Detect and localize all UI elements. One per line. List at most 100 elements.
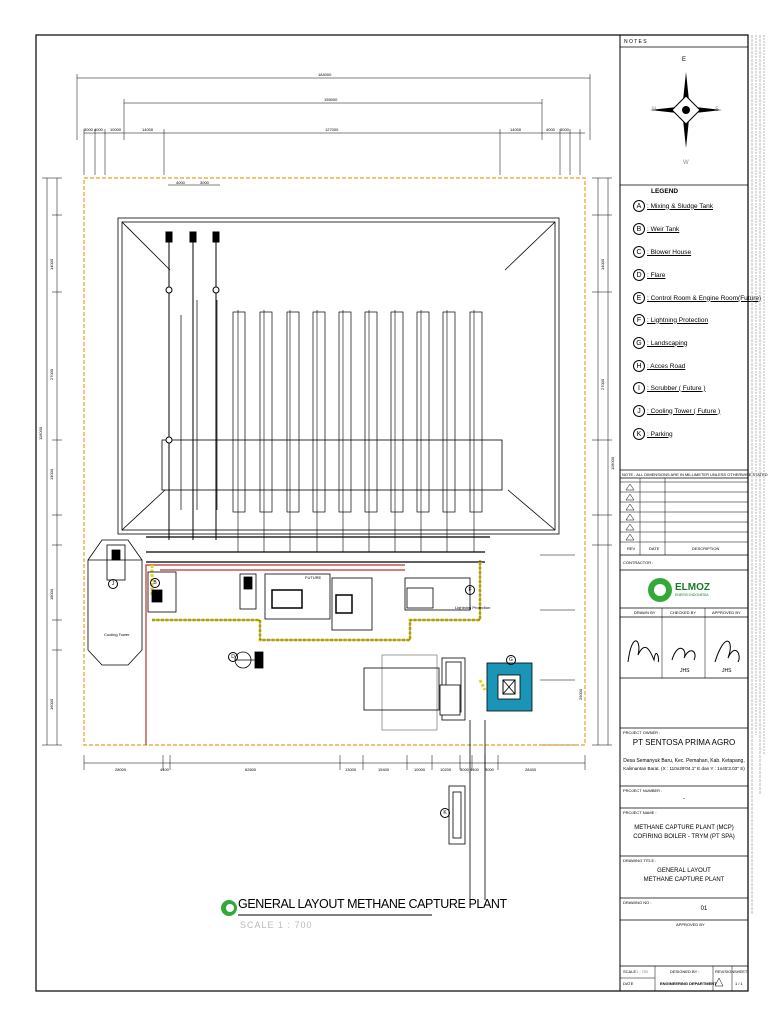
callout-j: J <box>108 579 118 589</box>
dim-right-3: 29000 <box>578 688 583 700</box>
dim-bottom-6: 10000 <box>414 767 426 772</box>
dim-bottom-2: 4400 <box>160 767 169 772</box>
date-header: DATE <box>649 546 660 551</box>
dimension-note: NOTE : ALL DIMENSIONS ARE IN MILLIMETER … <box>622 472 768 477</box>
compass-north: E <box>682 57 687 63</box>
anaerobic-pond <box>117 217 560 535</box>
drawing-title-label: DRAWING TITLE : <box>623 858 657 863</box>
side-notes <box>748 35 766 935</box>
dim-bottom-9: 4400 <box>470 767 479 772</box>
sheet-border <box>35 34 749 992</box>
contractor-label: CONTRACTOR : <box>623 560 654 565</box>
dim-top-edge-4: 3000 <box>560 127 569 132</box>
project-name-2: COFIRING BOILER - TRYM (PT SPA) <box>633 834 735 840</box>
dim-left-overall: 116000 <box>38 426 43 440</box>
gas-header-pipes <box>146 536 490 563</box>
access-road <box>448 720 486 900</box>
callout-b: B <box>150 578 160 588</box>
legend-title: LEGEND <box>651 188 679 195</box>
designed-by-label: DESIGNED BY : <box>670 969 700 974</box>
equipment <box>106 544 471 731</box>
red-pipe <box>145 564 405 745</box>
dim-top-left-slope: 14000 <box>142 127 154 132</box>
project-name-label: PROJECT NAME : <box>623 810 657 815</box>
dim-top-right-slope: 14000 <box>510 127 522 132</box>
dim-small-1: 4000 <box>176 180 185 185</box>
inlet-pipes <box>165 231 220 540</box>
dim-top-berm: 10000 <box>110 127 122 132</box>
main-scale: SCALE 1 : 700 <box>240 920 313 930</box>
dim-bottom-8: 3000 <box>460 767 469 772</box>
lightning-label: Lightning Protection <box>455 605 491 610</box>
address-line-2: Kalimantan Barat. (X : 110o29'04.1" E da… <box>623 766 745 771</box>
callout-f: F <box>465 585 475 595</box>
legend-item-e: E: Control Room & Engine Room(Future) <box>633 291 761 305</box>
drawing-no: 01 <box>700 906 708 912</box>
dim-bottom-10: 3000 <box>485 767 494 772</box>
dim-right-1: 14000 <box>600 258 605 270</box>
dim-left-3: 14000 <box>49 468 54 480</box>
dim-top-overall: 184000 <box>318 72 332 77</box>
dim-left-2: 27000 <box>49 368 54 380</box>
dim-top-edge-1: 3000 <box>84 127 93 132</box>
future-label: FUTURE <box>305 575 322 580</box>
project-owner: PT SENTOSA PRIMA AGRO <box>632 738 736 747</box>
date-label: DATE <box>623 981 634 986</box>
legend-item-c: C: Blower House <box>633 245 691 259</box>
cooling-label: Cooling Tower <box>104 632 130 637</box>
legend-item-i: I: Scrubber ( Future ) <box>633 381 706 395</box>
revision-label: REVISION <box>715 969 735 974</box>
checked-initials: JHS <box>680 668 690 674</box>
main-title: GENERAL LAYOUT METHANE CAPTURE PLANT <box>238 897 507 911</box>
sheet-value: 1 / 1 <box>735 981 743 986</box>
scale-value: 1 : 750 <box>636 969 649 974</box>
scale-label: SCALE <box>623 969 637 974</box>
checked-by-label: CHECKED BY <box>670 610 697 615</box>
dim-bottom-3: 62600 <box>245 767 257 772</box>
plan-drawing <box>42 46 748 991</box>
north-arrow <box>650 72 722 148</box>
callout-d: D <box>228 652 238 662</box>
drawing-no-label: DRAWING NO : <box>623 900 652 905</box>
dim-bottom-1: 28000 <box>115 767 127 772</box>
legend-item-g: G: Landscaping <box>633 336 687 350</box>
pond-channels <box>180 300 483 513</box>
contractor-name: ELMOZ <box>675 582 710 593</box>
legend-item-h: H: Acces Road <box>633 359 685 373</box>
dim-top-edge-3: 4000 <box>546 127 555 132</box>
rev-header: REV <box>627 546 636 551</box>
legend-item-j: J: Cooling Tower ( Future ) <box>633 404 720 418</box>
dim-bottom-11: 28400 <box>525 767 537 772</box>
dim-top-edge-2: 4000 <box>94 127 103 132</box>
approved-by-box-label: APPROVED BY <box>676 922 705 927</box>
dim-right-overall: 116000 <box>610 456 615 470</box>
drawing-title-2: METHANE CAPTURE PLANT <box>643 877 725 883</box>
dim-left-4: 18000 <box>49 588 54 600</box>
signatures <box>627 640 740 663</box>
designed-by: ENGINEERING DEPARTMENT <box>660 981 717 986</box>
dim-bottom-7: 10200 <box>440 767 452 772</box>
approved-initials: JHS <box>722 668 732 674</box>
compass-west: N <box>652 107 657 113</box>
legend-item-a: A: Mixing & Sludge Tank <box>633 199 713 213</box>
dim-top-pond: 155000 <box>324 97 338 102</box>
dim-small-2: 3000 <box>200 180 209 185</box>
project-name-1: METHANE CAPTURE PLANT (MCP) <box>634 825 734 831</box>
address-line-1: Desa Semanyuk Baru, Kec. Pemahan, Kab. K… <box>623 758 745 764</box>
dim-right-2: 27000 <box>600 378 605 390</box>
dim-left-1: 14000 <box>49 258 54 270</box>
compass-east: S <box>715 107 720 113</box>
approved-by-label: APPROVED BY <box>712 610 741 615</box>
legend-item-f: F: Lightning Protection <box>633 313 708 327</box>
dim-top-inner: 127000 <box>325 127 339 132</box>
dim-bottom-5: 15400 <box>378 767 390 772</box>
sheet-label: SHEET <box>734 969 748 974</box>
callout-g: G <box>506 655 516 665</box>
blower-tank <box>486 662 533 712</box>
project-number-label: PROJECT NUMBER : <box>623 788 663 793</box>
legend-item-d: D: Flare <box>633 268 665 282</box>
landscaping-pad <box>87 539 143 666</box>
description-header: DESCRIPTION <box>692 546 720 551</box>
